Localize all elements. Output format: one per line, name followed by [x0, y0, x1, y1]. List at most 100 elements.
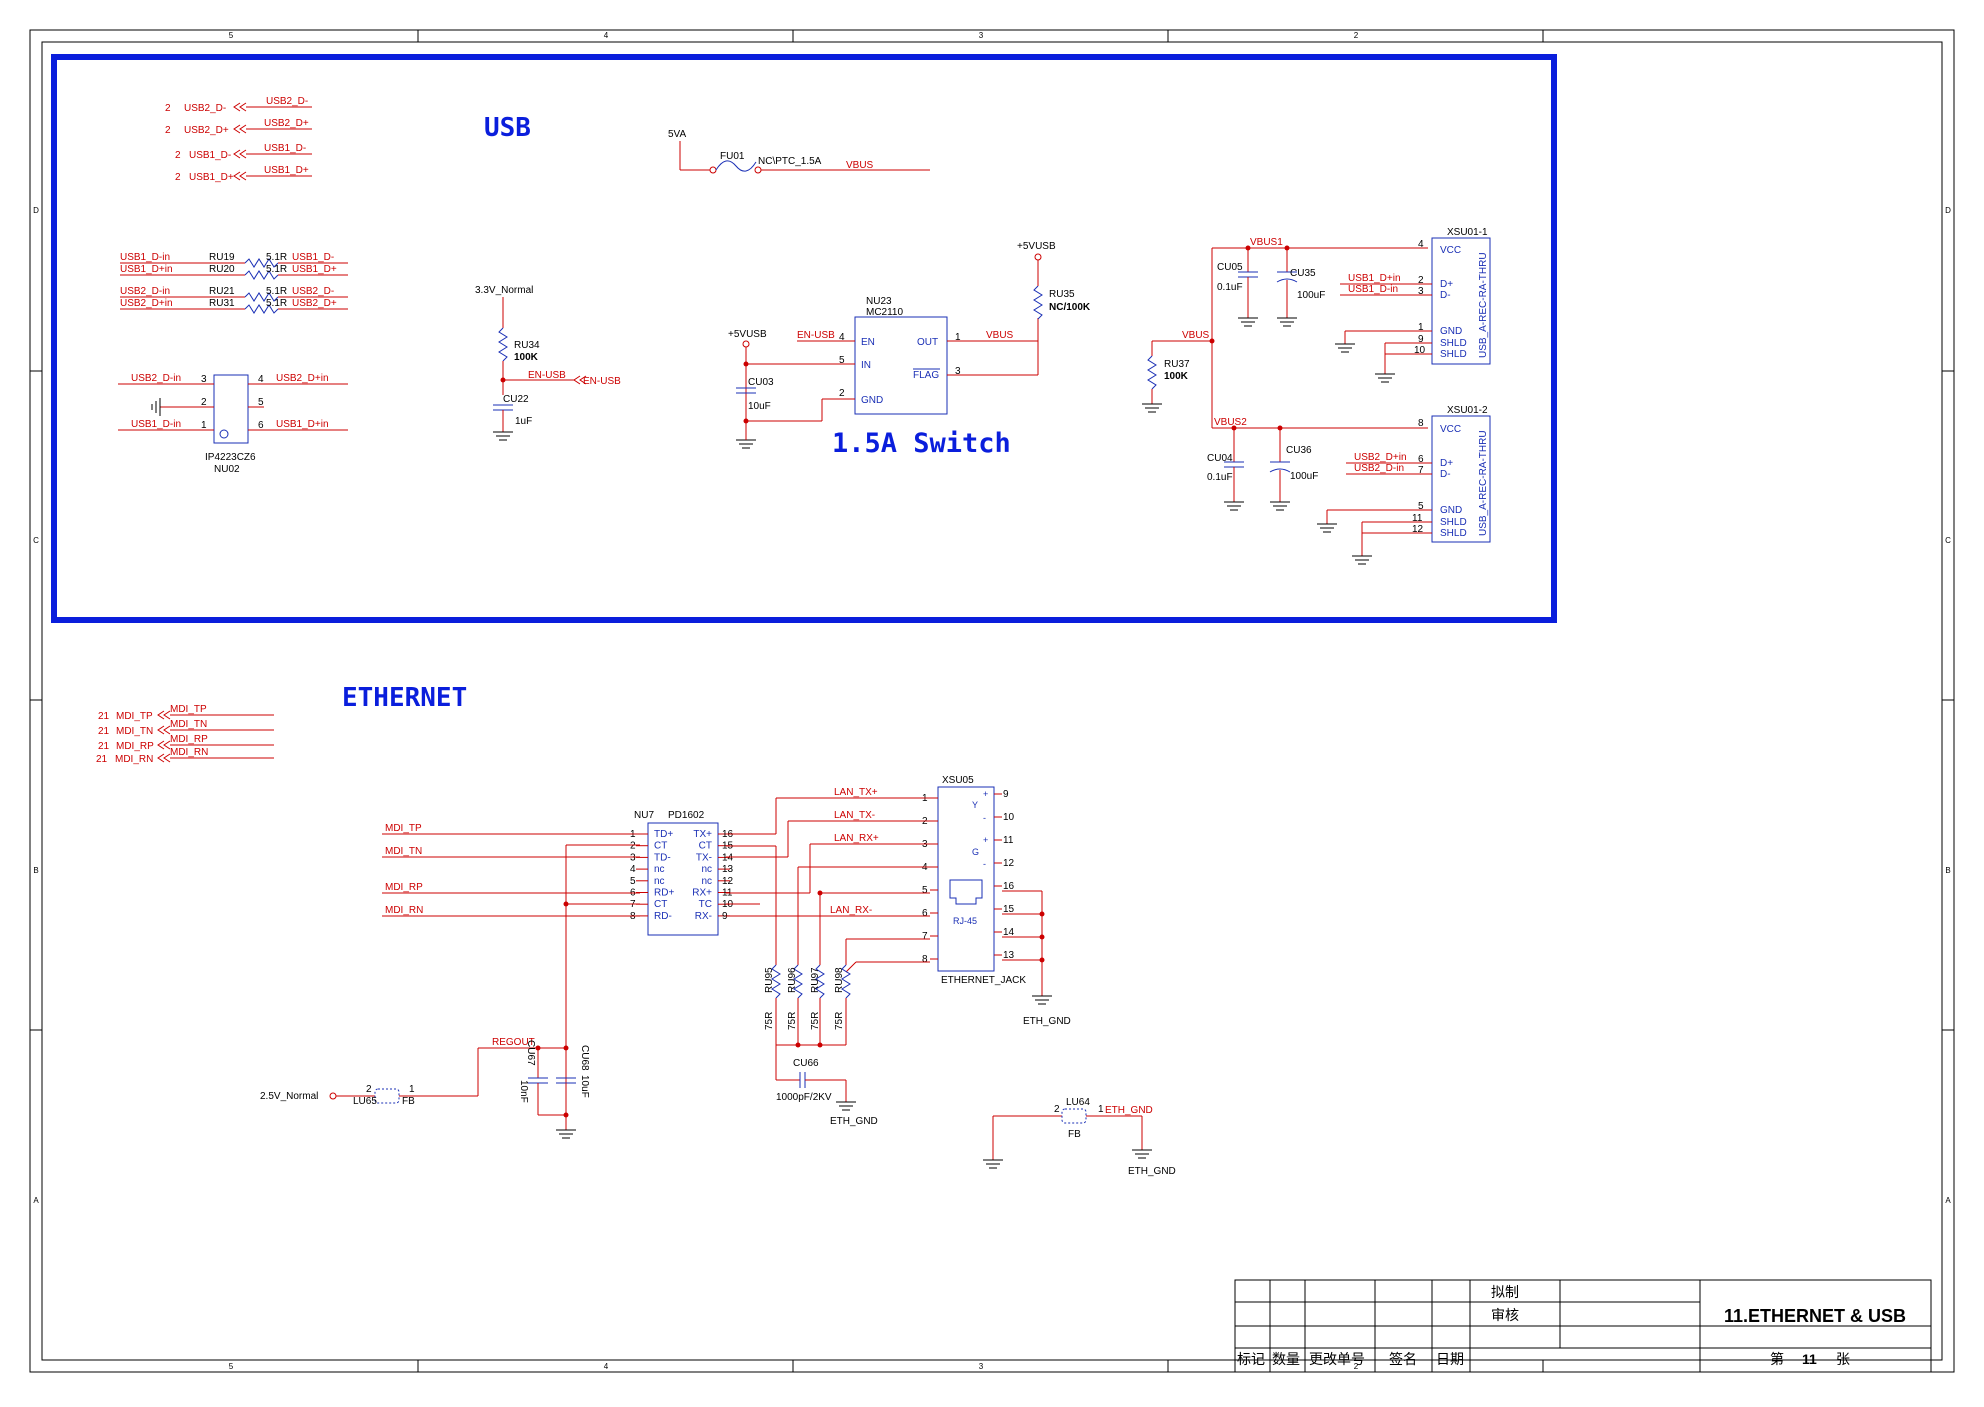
regout-net: REGOUT — [492, 1037, 535, 1048]
res-in-net: USB2_D-in — [120, 286, 170, 297]
jack-pin-num: 7 — [922, 931, 928, 942]
resistor-ru21: USB2_D-in RU21 5.1R USB2_D- — [120, 286, 348, 302]
switch-pin-num: 2 — [839, 388, 845, 399]
conn-part: USB_A-REC-RA-THRU — [1478, 252, 1489, 358]
switch-pin-name: FLAG — [913, 370, 939, 381]
sheet-prefix: 第 — [1770, 1351, 1784, 1367]
jack-pin-num: 6 — [922, 908, 928, 919]
port-pin: 21 — [96, 754, 108, 765]
frame-row-label: D — [1945, 206, 1951, 215]
usb-port: 2 USB1_D- USB1_D- — [175, 143, 312, 161]
mag-pin-num: 13 — [722, 864, 734, 875]
mag-pin-name: nc — [654, 864, 665, 875]
res-in-net: USB1_D-in — [120, 252, 170, 263]
regout-cap-val: 10nF — [518, 1080, 529, 1103]
fb-val: FB — [402, 1096, 415, 1107]
port-wire-label: MDI_RP — [170, 734, 208, 745]
rev-header: 日期 — [1436, 1351, 1464, 1367]
enable-res-ref: RU34 — [514, 340, 540, 351]
conn-cap-val: 100uF — [1290, 471, 1318, 482]
switch-pin-name: IN — [861, 360, 871, 371]
conn-ref: XSU01-1 — [1447, 227, 1488, 238]
switch-out-net: VBUS — [986, 330, 1014, 341]
jack-label: RJ-45 — [953, 916, 977, 926]
bead-ref: LU64 — [1066, 1097, 1090, 1108]
vbus-net: VBUS — [1182, 330, 1210, 341]
eth-port: 21 MDI_RP MDI_RP — [98, 734, 274, 752]
fb-pin: 1 — [409, 1084, 415, 1095]
tvs-net: USB2_D+in — [276, 373, 329, 384]
mag-pin-name: CT — [654, 899, 667, 910]
conn-pin-name: D- — [1440, 469, 1451, 480]
fb-pin: 2 — [366, 1084, 372, 1095]
port-pin: 21 — [98, 711, 110, 722]
mag-pin-name: RD+ — [654, 888, 674, 899]
conn-pin-name: SHLD — [1440, 517, 1467, 528]
port-net: MDI_RP — [116, 741, 154, 752]
frame-col-label: 4 — [604, 31, 609, 40]
conn-vbus-net: VBUS1 — [1250, 237, 1283, 248]
jack-g-label: G — [972, 847, 979, 857]
conn-cap-ref: CU04 — [1207, 453, 1233, 464]
mag-pin-name: nc — [654, 876, 665, 887]
switch-part: MC2110 — [866, 307, 903, 318]
port-wire-label: MDI_TN — [170, 719, 207, 730]
jack-pin-num: 9 — [1003, 789, 1009, 800]
jack-pin-num: 12 — [1003, 858, 1015, 869]
term-ref: RU98 — [834, 967, 845, 993]
mag-to-jack-wires: LAN_TX+ LAN_TX- LAN_RX+ LAN_RX- ETH_GND — [726, 787, 1071, 1027]
res-value: 5.1R — [266, 264, 287, 275]
port-net: USB2_D- — [184, 103, 226, 114]
conn-pin-num: 11 — [1412, 513, 1423, 524]
resistor-ru97: RU97 75R — [810, 964, 825, 1045]
res-in-net: USB1_D+in — [120, 264, 173, 275]
mag-ref: NU7 — [634, 810, 654, 821]
switch-pin-num: 4 — [839, 332, 845, 343]
jack-ref: XSU05 — [942, 775, 974, 786]
mag-pin-name: TD+ — [654, 829, 673, 840]
ethernet-section-title: ETHERNET — [342, 683, 467, 713]
enable-cap-val: 1uF — [515, 416, 532, 427]
usb-port: 2 USB2_D+ USB2_D+ — [165, 118, 312, 136]
jack-net: LAN_RX- — [830, 905, 872, 916]
port-wire-label: USB2_D- — [266, 96, 308, 107]
regout-supply-label: 2.5V_Normal — [260, 1091, 318, 1102]
hvcap-value: 1000pF/2KV — [776, 1092, 832, 1103]
jack-polarity: - — [983, 813, 986, 823]
mag-pin-name: TD- — [654, 852, 671, 863]
conn-pin-name: D- — [1440, 290, 1451, 301]
conn-pin-name: D+ — [1440, 458, 1453, 469]
conn-pin-num: 10 — [1414, 345, 1426, 356]
switch-ref: NU23 — [866, 296, 892, 307]
frame-col-label: 5 — [229, 31, 234, 40]
sheet-number: 11 — [1802, 1351, 1817, 1367]
conn-pin-name: D+ — [1440, 279, 1453, 290]
mag-pin-name: TX- — [696, 852, 712, 863]
bead-pin: 2 — [1054, 1104, 1060, 1115]
jack-polarity: - — [983, 859, 986, 869]
term-ref: RU97 — [810, 967, 821, 993]
frame-col-label: 3 — [979, 1362, 984, 1371]
enable-port: EN-USB — [583, 376, 621, 387]
res-value: 5.1R — [266, 252, 287, 263]
bead-net: ETH_GND — [1105, 1105, 1153, 1116]
frame-row-label: A — [1945, 1196, 1951, 1205]
regout-cap-ref: CU68 — [579, 1045, 590, 1071]
power-switch-nu23: NU23 MC2110 EN IN GND OUT FLAG 4 5 2 1 3… — [728, 241, 1091, 459]
port-pin: 21 — [98, 726, 110, 737]
usb-section-title: USB — [484, 113, 531, 143]
mag-pin-name: RX+ — [692, 888, 712, 899]
mag-pin-num: 4 — [630, 864, 636, 875]
bead-pin: 1 — [1098, 1104, 1104, 1115]
conn-cap-val: 100uF — [1297, 290, 1325, 301]
bead-gnd: ETH_GND — [1128, 1166, 1176, 1177]
mag-pin-num: 2 — [630, 841, 636, 852]
port-net: MDI_RN — [115, 754, 153, 765]
frame-col-label: 2 — [1354, 31, 1359, 40]
conn-pin-num: 8 — [1418, 418, 1424, 429]
jack-y-label: Y — [972, 800, 978, 810]
port-net: MDI_TP — [116, 711, 153, 722]
jack-net: LAN_TX+ — [834, 787, 878, 798]
tvs-net: USB1_D+in — [276, 419, 329, 430]
tvs-pin: 6 — [258, 420, 264, 431]
